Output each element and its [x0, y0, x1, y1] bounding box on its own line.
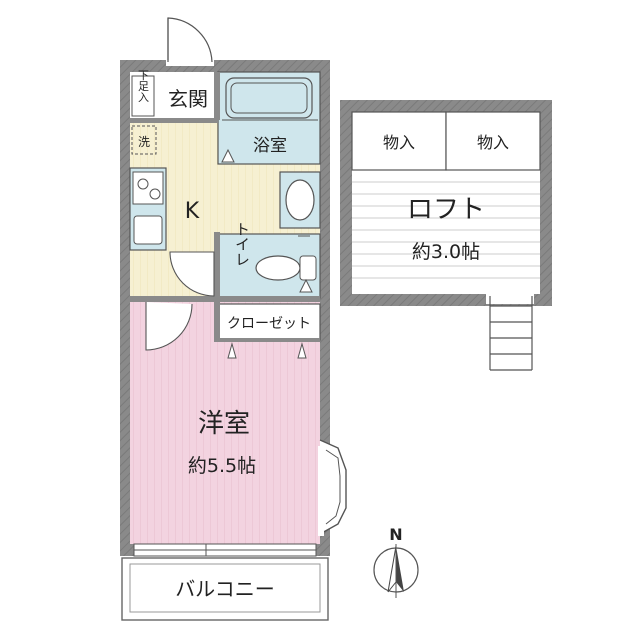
- kitchen-label: K: [185, 199, 200, 224]
- loft-storage-right-label: 物入: [477, 133, 509, 152]
- closet: [217, 303, 321, 359]
- bathroom: [217, 71, 321, 165]
- partitions: [130, 72, 320, 342]
- bathtub: [225, 77, 313, 119]
- wash-basin: [279, 171, 321, 229]
- kitchen-counter: [129, 167, 167, 251]
- loft-ladder: [486, 294, 534, 371]
- youshitsu-label: 洋室: [198, 409, 250, 439]
- balcony-label: バルコニー: [175, 577, 275, 601]
- washer-space: [131, 125, 157, 155]
- loft-storage-left-label: 物入: [383, 133, 415, 152]
- closet-label: クローゼット: [227, 316, 311, 332]
- toilet-room: [217, 233, 321, 299]
- loft-size: 約3.0帖: [412, 241, 480, 263]
- youshitsu-size: 約5.5帖: [188, 455, 256, 477]
- toilet-label: トイレ: [233, 222, 251, 267]
- loft-label: ロフト: [407, 195, 485, 225]
- loft-storage: [351, 111, 541, 171]
- bath-label: 浴室: [253, 136, 287, 156]
- balcony: [121, 557, 329, 621]
- north-arrow: [373, 544, 419, 598]
- shoe-cabinet: [131, 75, 155, 117]
- bay-window: [318, 439, 347, 536]
- kitchen-door-swing: [169, 251, 215, 297]
- compass-label: N: [389, 525, 402, 544]
- genkan-label: 玄関: [168, 87, 208, 111]
- sentaku-label: 洗: [138, 135, 150, 149]
- loft-floor-lines: [352, 181, 540, 279]
- western-room-door-swing: [145, 302, 193, 351]
- getabako-label: 下足入: [137, 70, 150, 103]
- entrance-door: [166, 17, 214, 66]
- balcony-window: [133, 543, 317, 557]
